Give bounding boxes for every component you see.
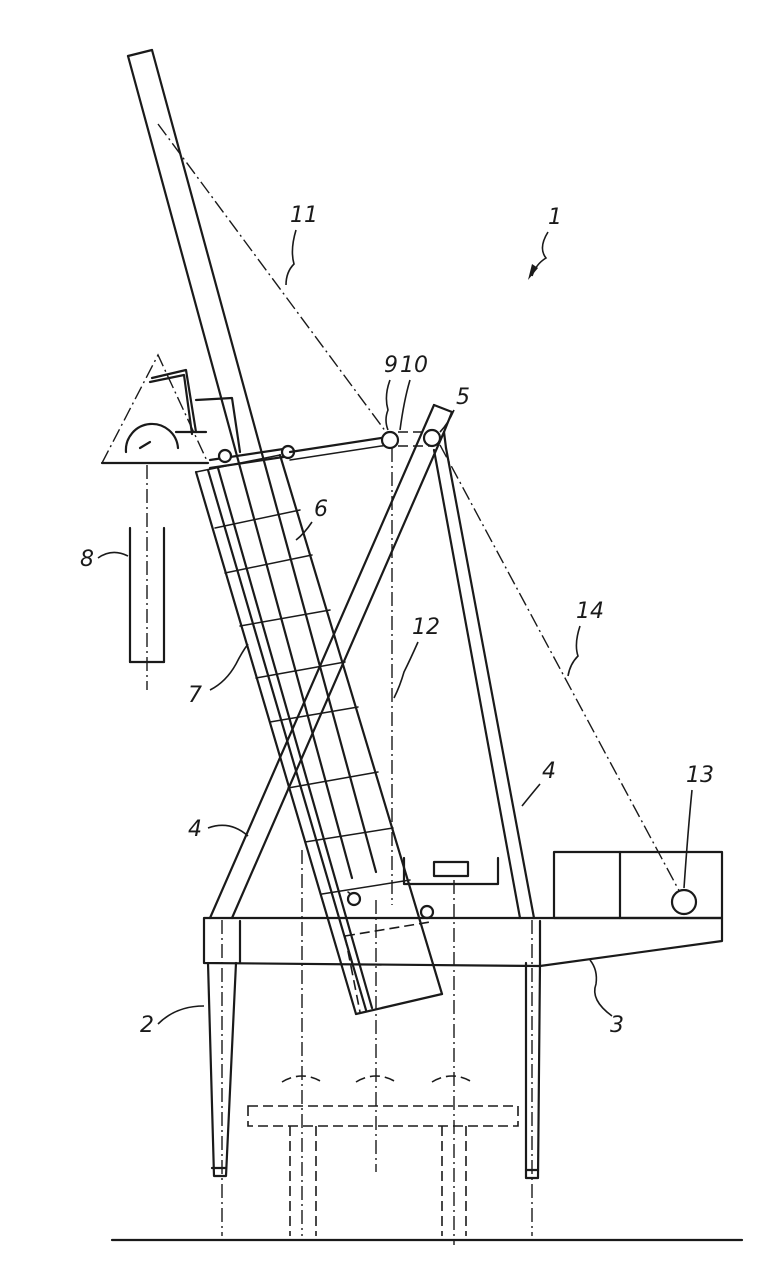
pile-guide	[196, 455, 442, 1014]
label-9: 9	[384, 353, 398, 378]
platform-deck	[204, 918, 722, 966]
label-3: 3	[610, 1013, 624, 1038]
a-frame	[210, 405, 534, 918]
sheave-10	[382, 432, 398, 448]
deck-fitting	[434, 862, 468, 876]
label-11: 11	[290, 203, 318, 228]
cable-11	[158, 124, 386, 432]
label-6: 6	[314, 497, 328, 522]
pile	[345, 892, 442, 1014]
winch-house	[554, 852, 722, 918]
link-arm	[290, 437, 388, 452]
label-10: 10	[400, 353, 428, 378]
subsea-template	[248, 850, 518, 1245]
label-2: 2	[140, 1013, 154, 1038]
label-14: 14	[576, 599, 604, 624]
label-13: 13	[686, 763, 714, 788]
platform-legs	[208, 920, 540, 1236]
label-12: 12	[412, 615, 440, 640]
hammer-assembly	[102, 355, 294, 690]
label-4-left: 4	[188, 817, 202, 842]
label-5: 5	[456, 385, 470, 410]
label-1: 1	[548, 205, 562, 230]
sheave-5	[424, 430, 440, 446]
cable-14	[440, 445, 683, 898]
label-7: 7	[188, 683, 202, 708]
label-4-right: 4	[542, 759, 556, 784]
label-8: 8	[80, 547, 94, 572]
